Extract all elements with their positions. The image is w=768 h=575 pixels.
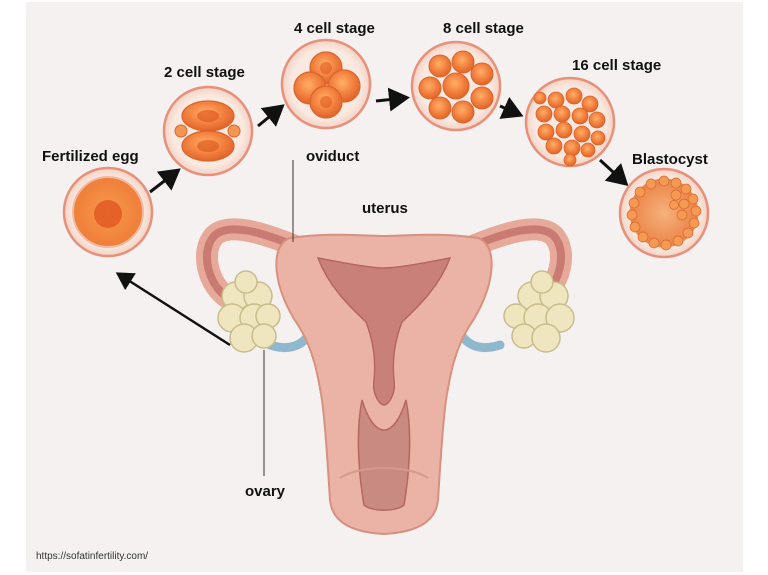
label-eight-cell-stage: 8 cell stage [443, 20, 524, 37]
label-ovary: ovary [245, 483, 286, 500]
two-cell-embryo-icon [162, 85, 254, 177]
arrow-16cell-to-blastocyst [598, 158, 629, 187]
ovary-right-icon [503, 270, 575, 353]
four-cell-embryo-icon [280, 38, 372, 130]
arrow-2cell-to-4cell [257, 104, 285, 128]
label-fertilized-egg: Fertilized egg [42, 148, 139, 165]
blastocyst-icon [618, 167, 710, 259]
sixteen-cell-embryo-icon [524, 76, 616, 168]
label-blastocyst: Blastocyst [632, 151, 708, 168]
uterus-illustration [195, 218, 573, 536]
arrow-8cell-to-16cell [499, 96, 524, 119]
arrow-egg-to-2cell [149, 168, 181, 194]
label-oviduct: oviduct [306, 148, 360, 165]
eight-cell-embryo-icon [410, 40, 502, 132]
arrow-4cell-to-8cell [375, 87, 410, 112]
fertilized-egg-icon [62, 166, 154, 258]
source-credit: https://sofatinfertility.com/ [36, 551, 149, 562]
label-two-cell-stage: 2 cell stage [164, 64, 245, 81]
arrow-ovary-to-egg [115, 272, 231, 347]
ovary-icon [217, 270, 281, 353]
label-four-cell-stage: 4 cell stage [294, 20, 375, 37]
label-sixteen-cell-stage: 16 cell stage [572, 57, 662, 74]
label-uterus: uterus [362, 200, 408, 217]
